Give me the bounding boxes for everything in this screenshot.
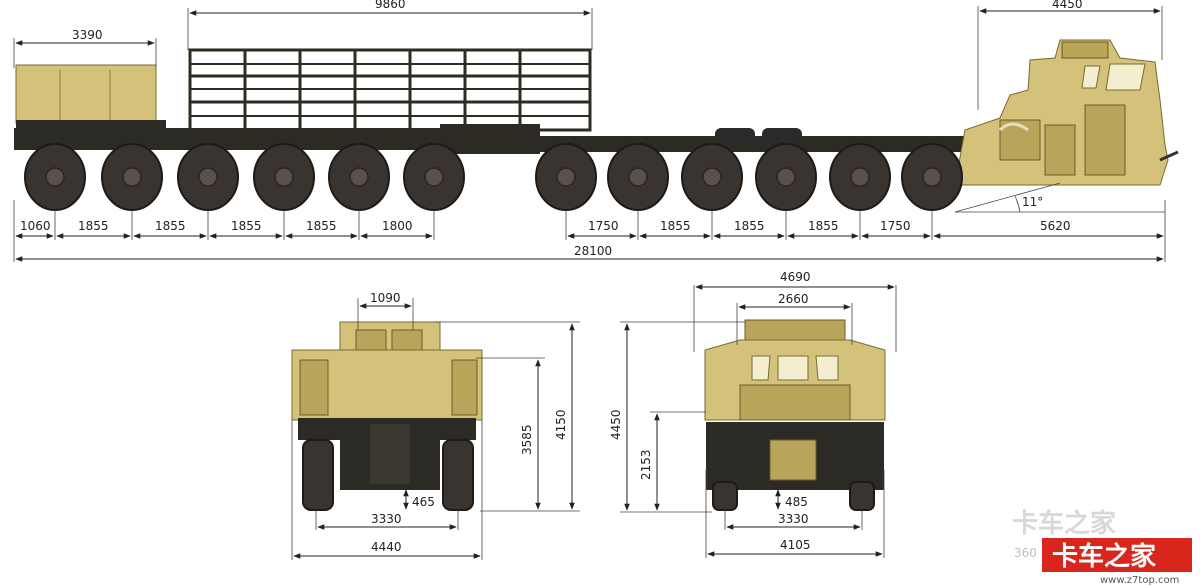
- dim-front-height-total: 4450: [609, 409, 623, 440]
- dim-front-width-top: 4690: [780, 270, 811, 284]
- dim-wheel-6: 1800: [382, 219, 413, 233]
- watermark-red-logo-bg: [1042, 538, 1192, 572]
- rear-wheels: [302, 439, 474, 511]
- dim-front-cab-width: 2660: [778, 292, 809, 306]
- dim-front-overall-width: 4105: [780, 538, 811, 552]
- dim-rear-height-body: 3585: [520, 424, 534, 455]
- wheel: [829, 143, 891, 211]
- tractor-cab: [954, 39, 1179, 186]
- dim-rack-length: 9860: [375, 0, 406, 11]
- dim-wheel-5: 1855: [306, 219, 337, 233]
- dim-wheel-12: 5620: [1040, 219, 1071, 233]
- front-view: 4690 2660 4450 2153 485 3330 4105: [609, 270, 897, 558]
- wheel: [24, 143, 86, 211]
- wheel: [177, 143, 239, 211]
- dim-rear-overall-width: 4440: [371, 540, 402, 554]
- wheel: [755, 143, 817, 211]
- dim-rear-track: 3330: [371, 512, 402, 526]
- trailer-frame: [14, 128, 530, 150]
- front-wheels: [712, 481, 875, 511]
- wheel: [535, 143, 597, 211]
- dim-wheel-11: 1750: [880, 219, 911, 233]
- dim-rear-height-total: 4150: [554, 409, 568, 440]
- dim-front-track: 3330: [778, 512, 809, 526]
- dim-wheel-3: 1855: [155, 219, 186, 233]
- wheel-spacing-dimensions: 1060 1855 1855 1855 1855 1800 1750 1855 …: [13, 200, 1166, 262]
- watermark-cn-text: 卡车之家: [1012, 508, 1116, 539]
- cargo-rack: [188, 48, 592, 132]
- wheel: [101, 143, 163, 211]
- rear-view: 1090 3585 4150 465 3330 4440: [291, 291, 580, 560]
- watermark-url: www.z7top.com: [1100, 575, 1179, 586]
- dim-rear-clearance: 465: [412, 495, 435, 509]
- wheel: [403, 143, 465, 211]
- dim-front-frame-height: 2153: [639, 449, 653, 480]
- dim-wheel-2: 1855: [78, 219, 109, 233]
- side-view: 11° 3390 9860 4450: [13, 0, 1179, 262]
- side-wheels: [24, 143, 963, 211]
- rear-equipment-box: [15, 64, 157, 124]
- wheel: [901, 143, 963, 211]
- dim-front-clearance: 485: [785, 495, 808, 509]
- wheel: [328, 143, 390, 211]
- dim-wheel-9: 1855: [734, 219, 765, 233]
- wheel: [607, 143, 669, 211]
- dim-wheel-7: 1750: [588, 219, 619, 233]
- dim-wheel-4: 1855: [231, 219, 262, 233]
- dim-tractor-front: 4450: [1052, 0, 1083, 11]
- watermark: 卡车之家 360 卡车之家 www.z7top.com: [1012, 508, 1192, 586]
- dim-cabin-box: 3390: [72, 28, 103, 42]
- watermark-red-logo: 卡车之家: [1052, 541, 1156, 572]
- dim-wheel-8: 1855: [660, 219, 691, 233]
- dim-rear-top-width: 1090: [370, 291, 401, 305]
- dim-wheel-10: 1855: [808, 219, 839, 233]
- ramp-angle-label: 11°: [1022, 195, 1043, 209]
- watermark-number: 360: [1014, 546, 1037, 560]
- wheel: [681, 143, 743, 211]
- dim-overall-length: 28100: [574, 244, 612, 258]
- wheel: [253, 143, 315, 211]
- dim-wheel-1: 1060: [20, 219, 51, 233]
